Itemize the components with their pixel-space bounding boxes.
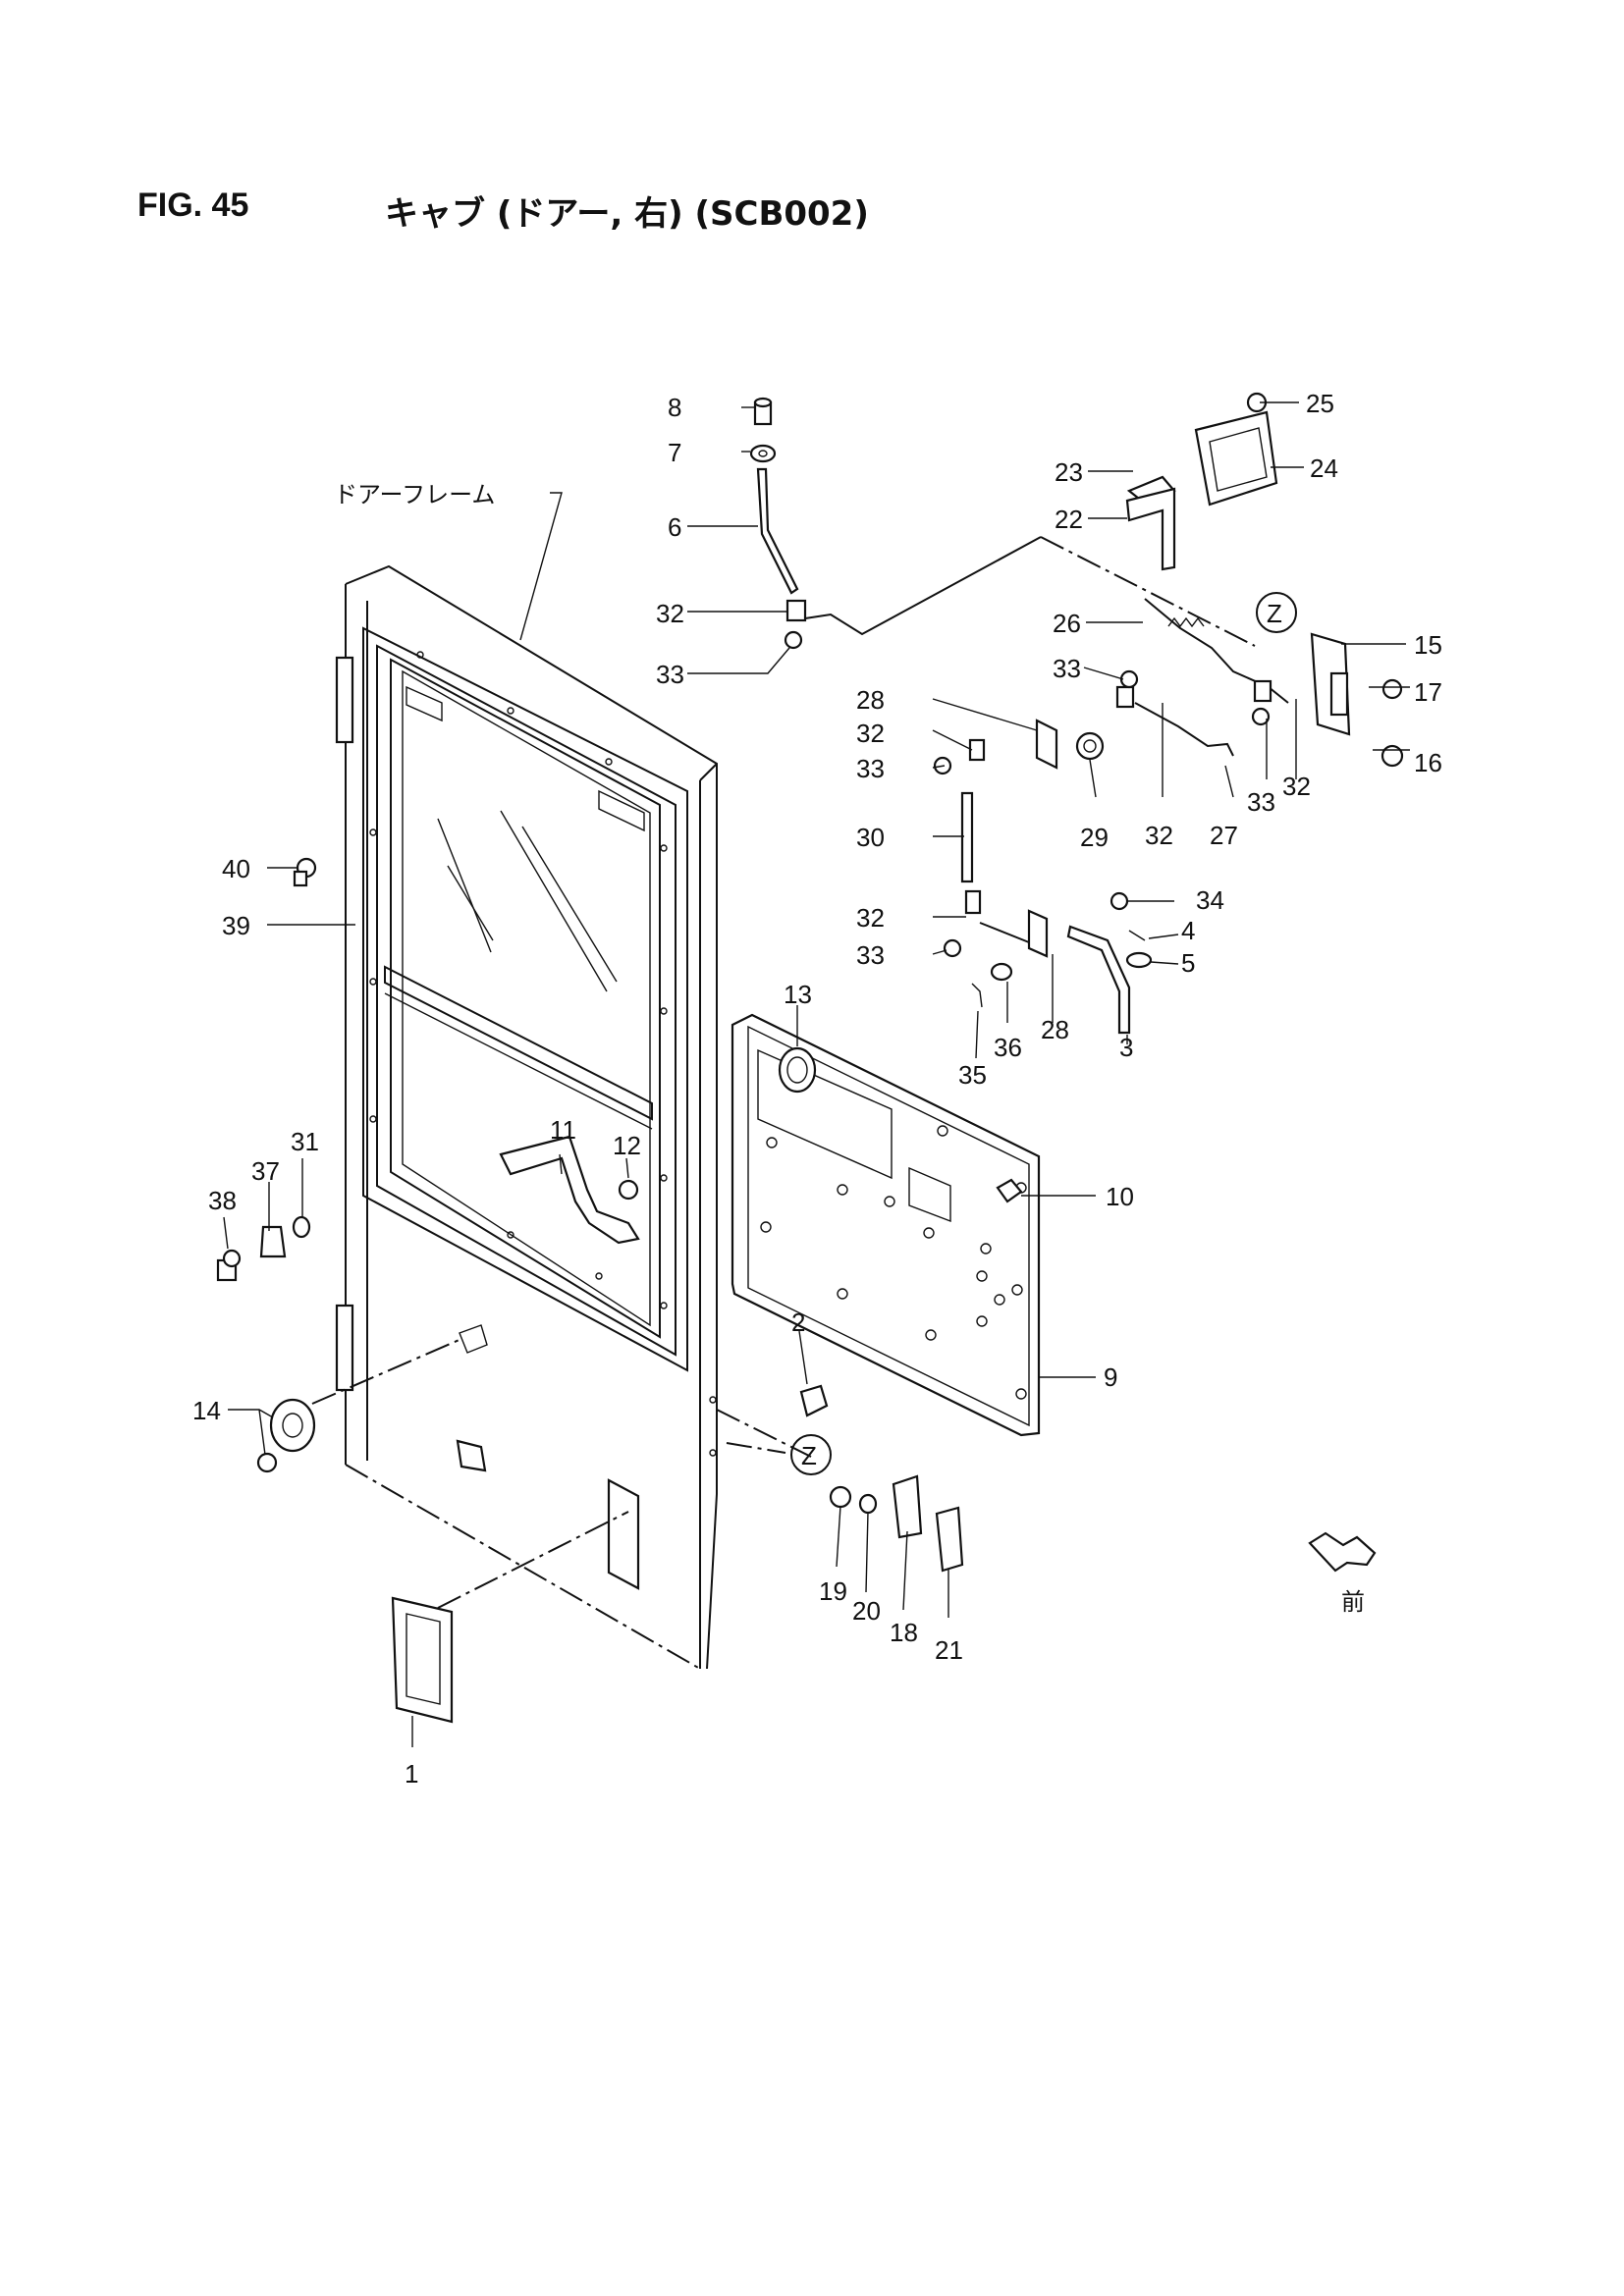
misc-parts bbox=[216, 857, 1377, 1724]
inner-panel bbox=[731, 1013, 1041, 1437]
callout-28b: 28 bbox=[1041, 1015, 1069, 1044]
callout-28a: 28 bbox=[856, 685, 885, 715]
callout-numbers: 1 2 3 4 5 6 7 8 9 10 11 12 13 14 15 16 1… bbox=[192, 389, 1442, 1789]
callout-10: 10 bbox=[1106, 1182, 1134, 1211]
callout-32b: 32 bbox=[856, 719, 885, 748]
callout-29: 29 bbox=[1080, 823, 1109, 852]
callout-3: 3 bbox=[1119, 1033, 1133, 1062]
callout-26: 26 bbox=[1053, 609, 1081, 638]
callout-33c: 33 bbox=[856, 754, 885, 783]
callout-33a: 33 bbox=[656, 660, 684, 689]
callout-19: 19 bbox=[819, 1576, 847, 1606]
callout-40: 40 bbox=[222, 854, 250, 883]
callout-12: 12 bbox=[613, 1131, 641, 1160]
callout-21: 21 bbox=[935, 1635, 963, 1665]
callout-11: 11 bbox=[550, 1115, 576, 1145]
callout-18: 18 bbox=[890, 1618, 918, 1647]
callout-33e: 33 bbox=[856, 940, 885, 970]
callout-38: 38 bbox=[208, 1186, 237, 1215]
door-frame bbox=[335, 564, 718, 1670]
callout-32d: 32 bbox=[1282, 772, 1311, 801]
callout-14: 14 bbox=[192, 1396, 221, 1425]
figure-title: キャブ (ドアー, 右) (SCB002) bbox=[385, 194, 869, 234]
callout-17: 17 bbox=[1414, 677, 1442, 707]
callout-33b: 33 bbox=[1053, 654, 1081, 683]
callout-2: 2 bbox=[791, 1308, 805, 1337]
figure-number: FIG. 45 bbox=[137, 187, 249, 224]
callout-1: 1 bbox=[405, 1759, 418, 1789]
view-z-marker-top bbox=[1256, 592, 1297, 633]
lock-linkage bbox=[749, 392, 1404, 1035]
callout-22: 22 bbox=[1055, 505, 1083, 534]
callout-7: 7 bbox=[668, 438, 681, 467]
view-z-label-bottom: Z bbox=[801, 1441, 817, 1470]
callout-20: 20 bbox=[852, 1596, 881, 1626]
callout-15: 15 bbox=[1414, 630, 1442, 660]
front-direction-label: 前 bbox=[1341, 1588, 1365, 1616]
callout-25: 25 bbox=[1306, 389, 1334, 418]
callout-27: 27 bbox=[1210, 821, 1238, 850]
callout-34: 34 bbox=[1196, 885, 1224, 915]
callout-6: 6 bbox=[668, 512, 681, 542]
callout-5: 5 bbox=[1181, 948, 1195, 978]
callout-32a: 32 bbox=[656, 599, 684, 628]
callout-24: 24 bbox=[1310, 454, 1338, 483]
callout-32c: 32 bbox=[1145, 821, 1173, 850]
callout-8: 8 bbox=[668, 393, 681, 422]
callout-31: 31 bbox=[291, 1127, 319, 1156]
callout-16: 16 bbox=[1414, 748, 1442, 777]
view-z-marker-bottom bbox=[790, 1434, 832, 1475]
leader-lines bbox=[223, 401, 1410, 1747]
view-z-label-top: Z bbox=[1267, 599, 1282, 628]
callout-23: 23 bbox=[1055, 457, 1083, 487]
callout-30: 30 bbox=[856, 823, 885, 852]
door-frame-label: ドアーフレーム bbox=[334, 481, 495, 508]
callout-32e: 32 bbox=[856, 903, 885, 933]
callout-37: 37 bbox=[251, 1156, 280, 1186]
callout-13: 13 bbox=[784, 980, 812, 1009]
callout-39: 39 bbox=[222, 911, 250, 940]
callout-33d: 33 bbox=[1247, 787, 1275, 817]
callout-35: 35 bbox=[958, 1060, 987, 1090]
callout-36: 36 bbox=[994, 1033, 1022, 1062]
callout-9: 9 bbox=[1104, 1362, 1117, 1392]
callout-4: 4 bbox=[1181, 916, 1195, 945]
